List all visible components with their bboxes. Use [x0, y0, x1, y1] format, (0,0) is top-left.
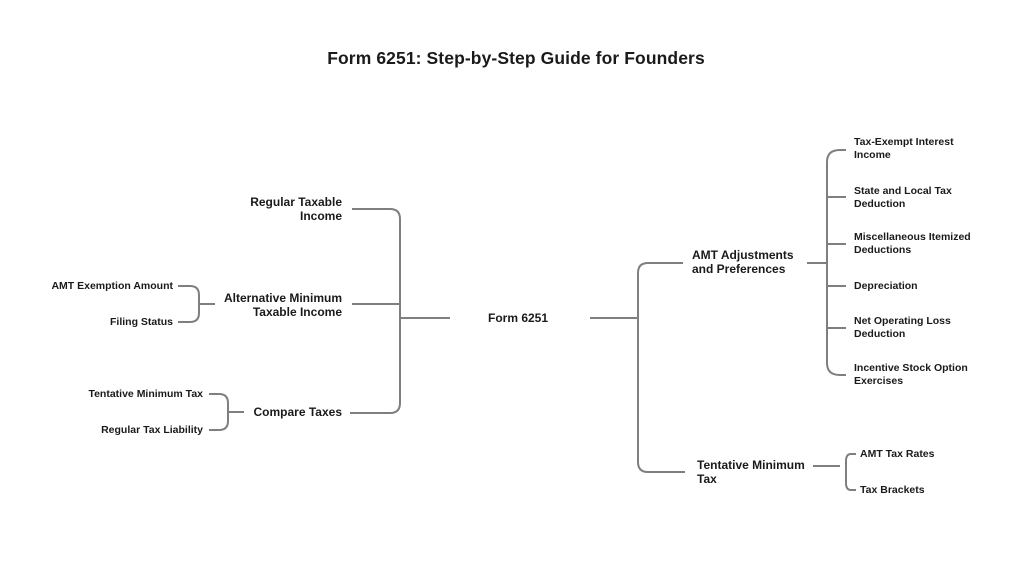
connector-tentative-children-bracket	[845, 453, 856, 491]
node-tentative-minimum-tax-left: Tentative Minimum Tax	[88, 387, 203, 400]
connector-exemption-filing-bracket	[178, 285, 200, 323]
connector-left-bracket	[350, 208, 401, 414]
page-title: Form 6251: Step-by-Step Guide for Founde…	[327, 48, 705, 68]
node-amt-exemption-amount: AMT Exemption Amount	[51, 279, 173, 292]
connector-adjustments-children-bracket	[826, 149, 846, 376]
node-form-6251: Form 6251	[488, 310, 549, 325]
node-depreciation: Depreciation	[854, 279, 918, 292]
node-net-operating-loss-deduction: Net Operating Loss Deduction	[854, 315, 951, 340]
node-regular-tax-liability: Regular Tax Liability	[101, 423, 203, 436]
node-tentative-minimum-tax-right: Tentative Minimum Tax	[697, 458, 805, 486]
node-amt-adjustments-and-preferences: AMT Adjustments and Preferences	[692, 248, 794, 276]
node-alternative-minimum-taxable-income: Alternative Minimum Taxable Income	[223, 291, 342, 319]
connector-right-bracket	[637, 262, 685, 473]
node-incentive-stock-option-exercises: Incentive Stock Option Exercises	[854, 362, 968, 387]
node-compare-taxes: Compare Taxes	[253, 405, 342, 419]
node-tax-exempt-interest-income: Tax-Exempt Interest Income	[854, 136, 954, 161]
connector-compare-children-bracket	[209, 393, 229, 431]
node-tax-brackets: Tax Brackets	[860, 483, 925, 496]
node-state-and-local-tax-deduction: State and Local Tax Deduction	[854, 185, 952, 210]
node-miscellaneous-itemized-deductions: Miscellaneous Itemized Deductions	[854, 231, 971, 256]
node-filing-status: Filing Status	[110, 315, 173, 328]
node-regular-taxable-income: Regular Taxable Income	[250, 195, 342, 223]
node-amt-tax-rates: AMT Tax Rates	[860, 447, 935, 460]
